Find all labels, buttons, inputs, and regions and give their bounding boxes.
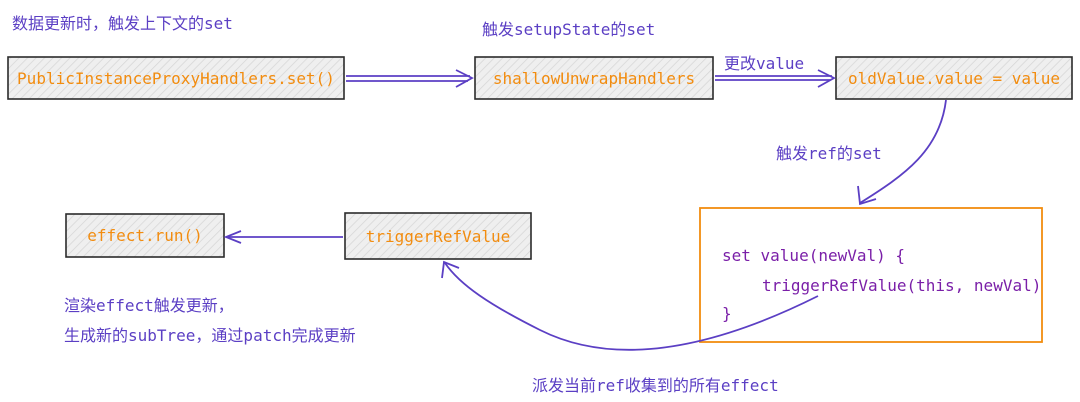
node-box-old-value <box>835 56 1073 100</box>
arrow-oldvalue-to-code <box>857 99 947 206</box>
arrow-shallow-to-oldvalue <box>715 69 836 88</box>
node-box-trigger-ref-value <box>344 212 532 260</box>
annotation-change-value: 更改value <box>724 54 805 73</box>
annotation-trigger-ref: 触发ref的set <box>776 144 882 163</box>
annotation-top-mid: 触发setupState的set <box>482 20 656 39</box>
node-box-effect-run <box>65 213 225 258</box>
node-effect-run: effect.run() <box>87 226 203 245</box>
annotation-dispatch: 派发当前ref收集到的所有effect <box>532 376 779 395</box>
annotation-render-line1: 渲染effect触发更新， <box>64 296 234 315</box>
annotation-render-line2: 生成新的subTree，通过patch完成更新 <box>64 326 356 345</box>
code-line-2: triggerRefValue(this, newVal) <box>762 276 1042 295</box>
code-box: set value(newVal) { triggerRefValue(this… <box>700 208 1042 342</box>
code-box-border <box>699 207 1043 343</box>
arrow-code-to-trigger <box>441 260 819 351</box>
arrow-trigger-to-effect <box>223 230 343 244</box>
arrow-public-to-shallow <box>346 69 474 88</box>
node-box-public-instance <box>7 56 345 100</box>
node-box-shallow-unwrap <box>474 56 714 100</box>
node-public-instance-proxy-handlers: PublicInstanceProxyHandlers.set() <box>17 68 335 88</box>
node-trigger-ref-value: triggerRefValue <box>365 226 511 246</box>
annotation-top-left: 数据更新时，触发上下文的set <box>12 14 233 33</box>
code-line-3: } <box>722 304 732 323</box>
node-old-value-assign: oldValue.value = value <box>848 68 1060 88</box>
node-shallow-unwrap-handlers: shallowUnwrapHandlers <box>492 68 696 88</box>
code-line-1: set value(newVal) { <box>722 246 906 265</box>
